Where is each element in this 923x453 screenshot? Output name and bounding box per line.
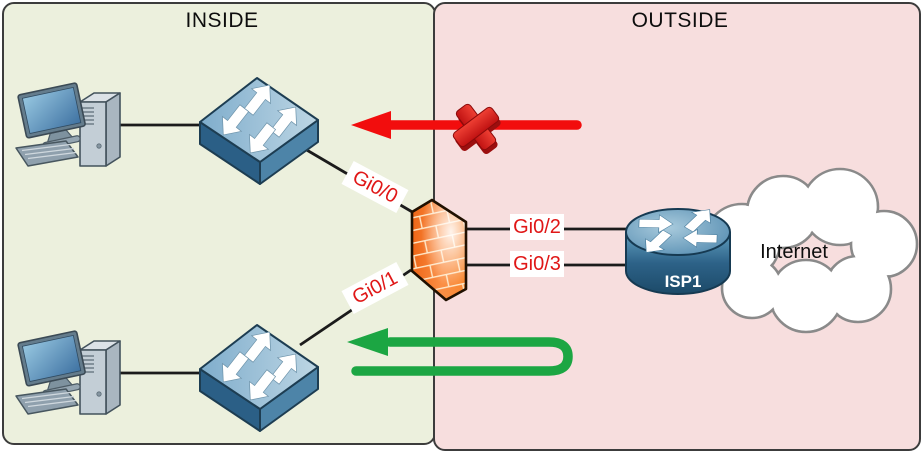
switch-icon-bottom bbox=[200, 325, 318, 431]
inside-zone-title: INSIDE bbox=[185, 9, 259, 32]
router-icon bbox=[625, 203, 731, 295]
interface-label-gi0-2: Gi0/2 bbox=[510, 214, 564, 240]
pc-icon-bottom bbox=[15, 329, 121, 415]
router-label: ISP1 bbox=[664, 272, 702, 291]
blocked-x-icon bbox=[452, 103, 501, 154]
outside-zone-title: OUTSIDE bbox=[631, 9, 729, 32]
pc-icon-top bbox=[15, 81, 121, 167]
firewall-icon bbox=[410, 198, 468, 302]
switch-icon-top bbox=[200, 78, 318, 184]
cloud-label: Internet bbox=[760, 241, 828, 263]
allowed-route-arrow-icon bbox=[347, 328, 573, 376]
interface-label-gi0-3: Gi0/3 bbox=[510, 251, 564, 277]
